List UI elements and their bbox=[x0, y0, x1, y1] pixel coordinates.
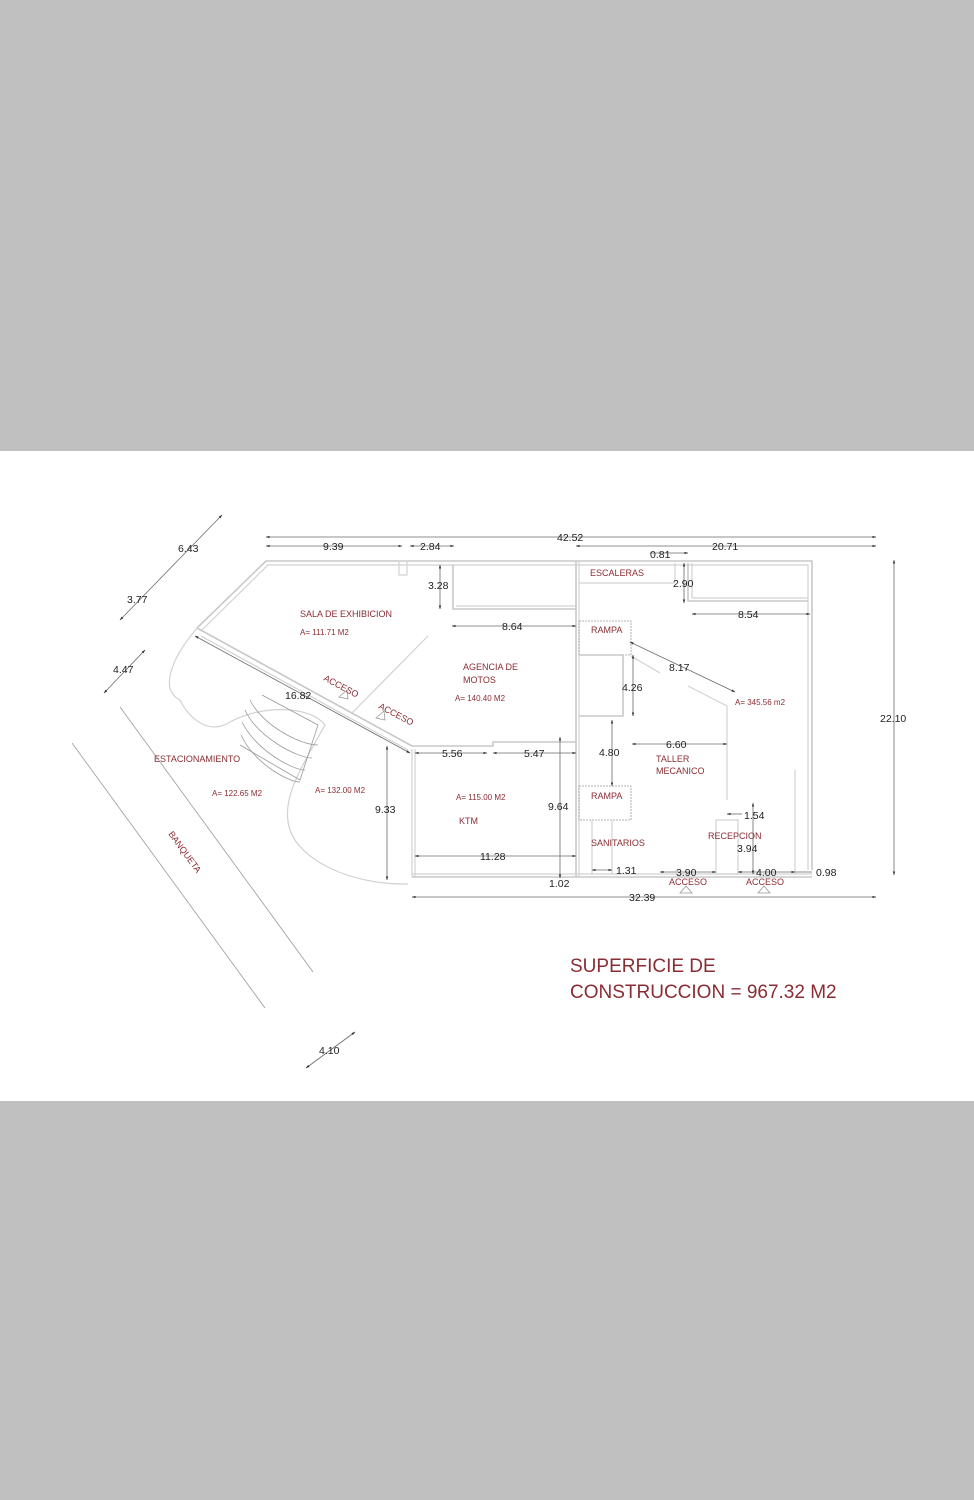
room-patio-area: A= 132.00 M2 bbox=[315, 786, 366, 795]
escaleras-block-wall bbox=[452, 565, 576, 610]
recepcion-box bbox=[715, 819, 739, 875]
room-agencia-name-line1: AGENCIA DE bbox=[463, 662, 518, 672]
dim-0-81: 0.81 bbox=[650, 549, 671, 561]
dim-8-17: 8.17 bbox=[669, 662, 690, 674]
dim-11-28: 11.28 bbox=[480, 851, 506, 863]
parking-area bbox=[71, 627, 409, 1009]
room-taller-area: A= 345.56 m2 bbox=[735, 698, 786, 707]
dim-16-82: 16.82 bbox=[285, 690, 311, 702]
dim-3-90: 3.90 bbox=[676, 867, 697, 879]
dim-5-47: 5.47 bbox=[524, 748, 545, 760]
dim-4-00: 4.00 bbox=[756, 867, 777, 879]
room-estacionamiento-area: A= 122.65 M2 bbox=[212, 789, 263, 798]
dim-6-60: 6.60 bbox=[666, 739, 687, 751]
dim-5-56: 5.56 bbox=[442, 748, 463, 760]
acceso-marker-4 bbox=[757, 885, 771, 894]
room-taller-name-line2: MECANICO bbox=[656, 766, 705, 776]
ktm-wall bbox=[412, 741, 576, 747]
rampa-lower-box bbox=[578, 785, 632, 821]
dim-1-31: 1.31 bbox=[616, 865, 637, 877]
label-recepcion: RECEPCION bbox=[708, 831, 762, 841]
label-banqueta: BANQUETA bbox=[166, 829, 203, 874]
bottom-gray-margin bbox=[0, 1101, 974, 1500]
dim-4-10: 4.10 bbox=[319, 1045, 340, 1057]
dim-9-39: 9.39 bbox=[323, 541, 344, 553]
column-notch bbox=[398, 560, 408, 576]
dim-22-10: 22.10 bbox=[880, 713, 906, 725]
label-escaleras: ESCALERAS bbox=[590, 568, 644, 578]
dim-20-71: 20.71 bbox=[712, 541, 738, 553]
dim-0-98: 0.98 bbox=[816, 867, 837, 879]
partition-sala bbox=[351, 635, 429, 714]
dim-3-94: 3.94 bbox=[737, 843, 758, 855]
dimension-lines bbox=[103, 514, 896, 1069]
label-rampa-lower: RAMPA bbox=[591, 791, 622, 801]
dim-8-54: 8.54 bbox=[738, 609, 759, 621]
top-wall bbox=[196, 560, 813, 870]
dim-42-52: 42.52 bbox=[557, 532, 583, 544]
room-agencia-name-line2: MOTOS bbox=[463, 675, 496, 685]
core-block bbox=[579, 654, 624, 717]
room-labels: SALA DE EXHIBICION A= 111.71 M2 AGENCIA … bbox=[154, 568, 786, 887]
room-ktm-area: A= 115.00 M2 bbox=[456, 793, 506, 802]
label-acceso-bottom-2: ACCESO bbox=[746, 877, 784, 887]
dim-32-39: 32.39 bbox=[629, 892, 655, 904]
top-gray-margin bbox=[0, 0, 974, 451]
dim-2-84: 2.84 bbox=[420, 541, 441, 553]
front-facade-wall bbox=[196, 627, 413, 747]
label-acceso-diag-2: ACCESO bbox=[377, 701, 415, 728]
summary-line-2: CONSTRUCCION = 967.32 M2 bbox=[570, 982, 837, 1003]
room-ktm-name: KTM bbox=[459, 816, 478, 826]
dim-3-28: 3.28 bbox=[428, 580, 449, 592]
room-estacionamiento-name: ESTACIONAMIENTO bbox=[154, 754, 240, 764]
dim-2-90: 2.90 bbox=[673, 578, 694, 590]
dim-4-47: 4.47 bbox=[113, 664, 134, 676]
acceso-marker-3 bbox=[679, 885, 693, 894]
dim-1-54: 1.54 bbox=[744, 810, 765, 822]
dim-3-77: 3.77 bbox=[127, 594, 148, 606]
room-sala-exhibicion-name: SALA DE EXHIBICION bbox=[300, 609, 392, 619]
label-acceso-bottom-1: ACCESO bbox=[669, 877, 707, 887]
room-taller-name-line1: TALLER bbox=[656, 754, 690, 764]
sidewalk-line-2 bbox=[119, 706, 314, 973]
acceso-marker-2 bbox=[375, 710, 386, 721]
dimension-labels: 42.52 9.39 2.84 20.71 0.81 6.43 3.77 4.4… bbox=[113, 532, 906, 1057]
dim-4-26: 4.26 bbox=[622, 682, 643, 694]
dim-9-33: 9.33 bbox=[375, 804, 396, 816]
room-agencia-area: A= 140.40 M2 bbox=[455, 694, 506, 703]
dim-9-64: 9.64 bbox=[548, 801, 569, 813]
label-sanitarios: SANITARIOS bbox=[591, 838, 645, 848]
sidewalk-line-1 bbox=[71, 742, 266, 1009]
label-rampa-top: RAMPA bbox=[591, 625, 622, 635]
dim-1-02: 1.02 bbox=[549, 878, 570, 890]
acceso-marker-1 bbox=[338, 689, 349, 700]
dim-6-43: 6.43 bbox=[178, 543, 199, 555]
dim-4-80: 4.80 bbox=[599, 747, 620, 759]
dim-8-64: 8.64 bbox=[502, 621, 523, 633]
room-sala-exhibicion-area: A= 111.71 M2 bbox=[300, 628, 349, 637]
summary-line-1: SUPERFICIE DE bbox=[570, 956, 716, 977]
